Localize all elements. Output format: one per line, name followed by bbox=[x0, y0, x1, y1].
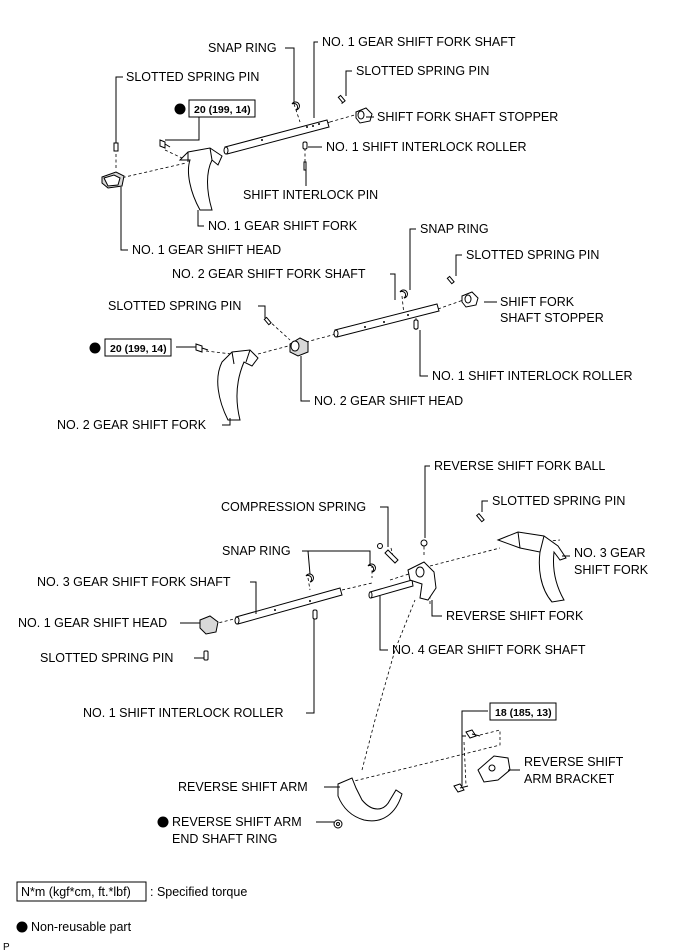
torque-value-1: 20 (199, 14) bbox=[194, 104, 251, 116]
label-no2-fork-shaft: NO. 2 GEAR SHIFT FORK SHAFT bbox=[172, 267, 366, 281]
shift-fork-shaft-stopper-2 bbox=[461, 291, 479, 308]
end-shaft-ring bbox=[333, 819, 343, 829]
label-no1-fork-shaft: NO. 1 GEAR SHIFT FORK SHAFT bbox=[322, 35, 516, 49]
label-interlock-roller-2: NO. 1 SHIFT INTERLOCK ROLLER bbox=[432, 369, 633, 383]
non-reusable-dot bbox=[174, 103, 186, 115]
label-end-ring-line1: REVERSE SHIFT ARM bbox=[172, 815, 302, 829]
legend: N*m (kgf*cm, ft.*lbf) : Specified torque… bbox=[3, 881, 247, 952]
label-no1-gear-shift-head: NO. 1 GEAR SHIFT HEAD bbox=[132, 243, 281, 257]
label-reverse-shift-fork: REVERSE SHIFT FORK bbox=[446, 609, 584, 623]
non-reusable-dot bbox=[89, 342, 101, 354]
label-no3-fork-line2: SHIFT FORK bbox=[574, 563, 649, 577]
slotted-pin-1a bbox=[113, 142, 119, 152]
non-reusable-dot bbox=[16, 921, 28, 933]
group-1 bbox=[101, 94, 373, 211]
legend-non-reusable: Non-reusable part bbox=[31, 920, 132, 934]
group-2 bbox=[195, 275, 479, 421]
label-arm-bracket-line1: REVERSE SHIFT bbox=[524, 755, 624, 769]
label-stopper-2-line2: SHAFT STOPPER bbox=[500, 311, 604, 325]
label-no1-gear-shift-fork: NO. 1 GEAR SHIFT FORK bbox=[208, 219, 358, 233]
label-no2-gear-shift-head: NO. 2 GEAR SHIFT HEAD bbox=[314, 394, 463, 408]
compression-spring-ball bbox=[377, 543, 383, 549]
shift-fork-shaft-stopper-1 bbox=[355, 107, 373, 124]
labels: SNAP RING NO. 1 GEAR SHIFT FORK SHAFT SL… bbox=[18, 35, 649, 846]
corner-code: P bbox=[3, 942, 10, 952]
snap-ring-3b bbox=[367, 563, 376, 573]
slotted-pin-3b bbox=[203, 650, 209, 661]
label-slotted-pin-2a: SLOTTED SPRING PIN bbox=[108, 299, 241, 313]
reverse-shift-arm-bracket bbox=[477, 755, 511, 783]
no1-fork-shaft bbox=[223, 119, 330, 155]
no4-fork-shaft bbox=[368, 579, 414, 599]
non-reusable-dot bbox=[157, 816, 169, 828]
leader-lines bbox=[115, 41, 570, 823]
label-snap-ring-2: SNAP RING bbox=[420, 222, 489, 236]
label-arm-bracket-line2: ARM BRACKET bbox=[524, 772, 615, 786]
group-3 bbox=[199, 512, 567, 829]
label-snap-ring-1: SNAP RING bbox=[208, 41, 277, 55]
interlock-roller-1 bbox=[302, 141, 308, 150]
reverse-shift-fork bbox=[407, 561, 437, 601]
compression-spring bbox=[384, 549, 399, 564]
bolt-4 bbox=[453, 783, 469, 793]
torque-spec-1: 20 (199, 14) bbox=[165, 99, 256, 141]
torque-value-2: 20 (199, 14) bbox=[110, 343, 167, 355]
label-no1-gear-shift-head-3: NO. 1 GEAR SHIFT HEAD bbox=[18, 616, 167, 630]
label-slotted-pin-1b: SLOTTED SPRING PIN bbox=[356, 64, 489, 78]
slotted-pin-2a bbox=[263, 316, 272, 326]
slotted-pin-3a bbox=[475, 512, 485, 523]
label-reverse-shift-arm: REVERSE SHIFT ARM bbox=[178, 780, 308, 794]
label-slotted-pin-3b: SLOTTED SPRING PIN bbox=[40, 651, 173, 665]
label-end-ring-line2: END SHAFT RING bbox=[172, 832, 277, 846]
no2-gear-shift-fork bbox=[217, 349, 259, 421]
label-no2-gear-shift-fork: NO. 2 GEAR SHIFT FORK bbox=[57, 418, 207, 432]
no1-gear-shift-head-3 bbox=[199, 615, 219, 635]
no3-fork-shaft bbox=[234, 587, 343, 625]
snap-ring-1 bbox=[291, 101, 300, 111]
label-slotted-pin-3a: SLOTTED SPRING PIN bbox=[492, 494, 625, 508]
label-interlock-roller-3: NO. 1 SHIFT INTERLOCK ROLLER bbox=[83, 706, 284, 720]
bolt-2 bbox=[195, 343, 209, 353]
bolt-3 bbox=[465, 729, 481, 739]
label-snap-ring-3: SNAP RING bbox=[222, 544, 291, 558]
label-reverse-ball: REVERSE SHIFT FORK BALL bbox=[434, 459, 605, 473]
label-interlock-pin: SHIFT INTERLOCK PIN bbox=[243, 188, 378, 202]
shift-interlock-pin bbox=[303, 161, 307, 171]
reverse-shift-fork-ball bbox=[420, 539, 428, 547]
snap-ring-3a bbox=[305, 573, 314, 583]
label-slotted-pin-1a: SLOTTED SPRING PIN bbox=[126, 70, 259, 84]
no1-gear-shift-head bbox=[101, 171, 125, 189]
label-stopper-2-line1: SHIFT FORK bbox=[500, 295, 575, 309]
torque-spec-2: 20 (199, 14) bbox=[89, 338, 172, 357]
torque-value-3: 18 (185, 13) bbox=[495, 707, 552, 719]
torque-spec-3: 18 (185, 13) bbox=[489, 702, 557, 721]
no2-fork-shaft bbox=[333, 303, 440, 338]
legend-torque-box: N*m (kgf*cm, ft.*lbf) bbox=[21, 885, 131, 899]
no1-gear-shift-fork bbox=[178, 147, 223, 211]
label-slotted-pin-2b: SLOTTED SPRING PIN bbox=[466, 248, 599, 262]
reverse-shift-arm bbox=[337, 777, 403, 822]
interlock-roller-3 bbox=[312, 609, 318, 620]
legend-torque-text: : Specified torque bbox=[150, 885, 247, 899]
slotted-pin-1b bbox=[337, 94, 346, 104]
label-stopper-1: SHIFT FORK SHAFT STOPPER bbox=[377, 110, 558, 124]
label-no4-fork-shaft: NO. 4 GEAR SHIFT FORK SHAFT bbox=[392, 643, 586, 657]
snap-ring-2 bbox=[399, 289, 408, 299]
no2-gear-shift-head bbox=[289, 337, 309, 357]
label-no3-fork-line1: NO. 3 GEAR bbox=[574, 546, 646, 560]
label-interlock-roller-1: NO. 1 SHIFT INTERLOCK ROLLER bbox=[326, 140, 527, 154]
no3-gear-shift-fork bbox=[496, 531, 567, 603]
bolt-1 bbox=[159, 139, 171, 149]
interlock-roller-2 bbox=[413, 319, 419, 330]
label-compression-spring: COMPRESSION SPRING bbox=[221, 500, 366, 514]
slotted-pin-2b bbox=[446, 275, 455, 285]
label-no3-fork-shaft: NO. 3 GEAR SHIFT FORK SHAFT bbox=[37, 575, 231, 589]
